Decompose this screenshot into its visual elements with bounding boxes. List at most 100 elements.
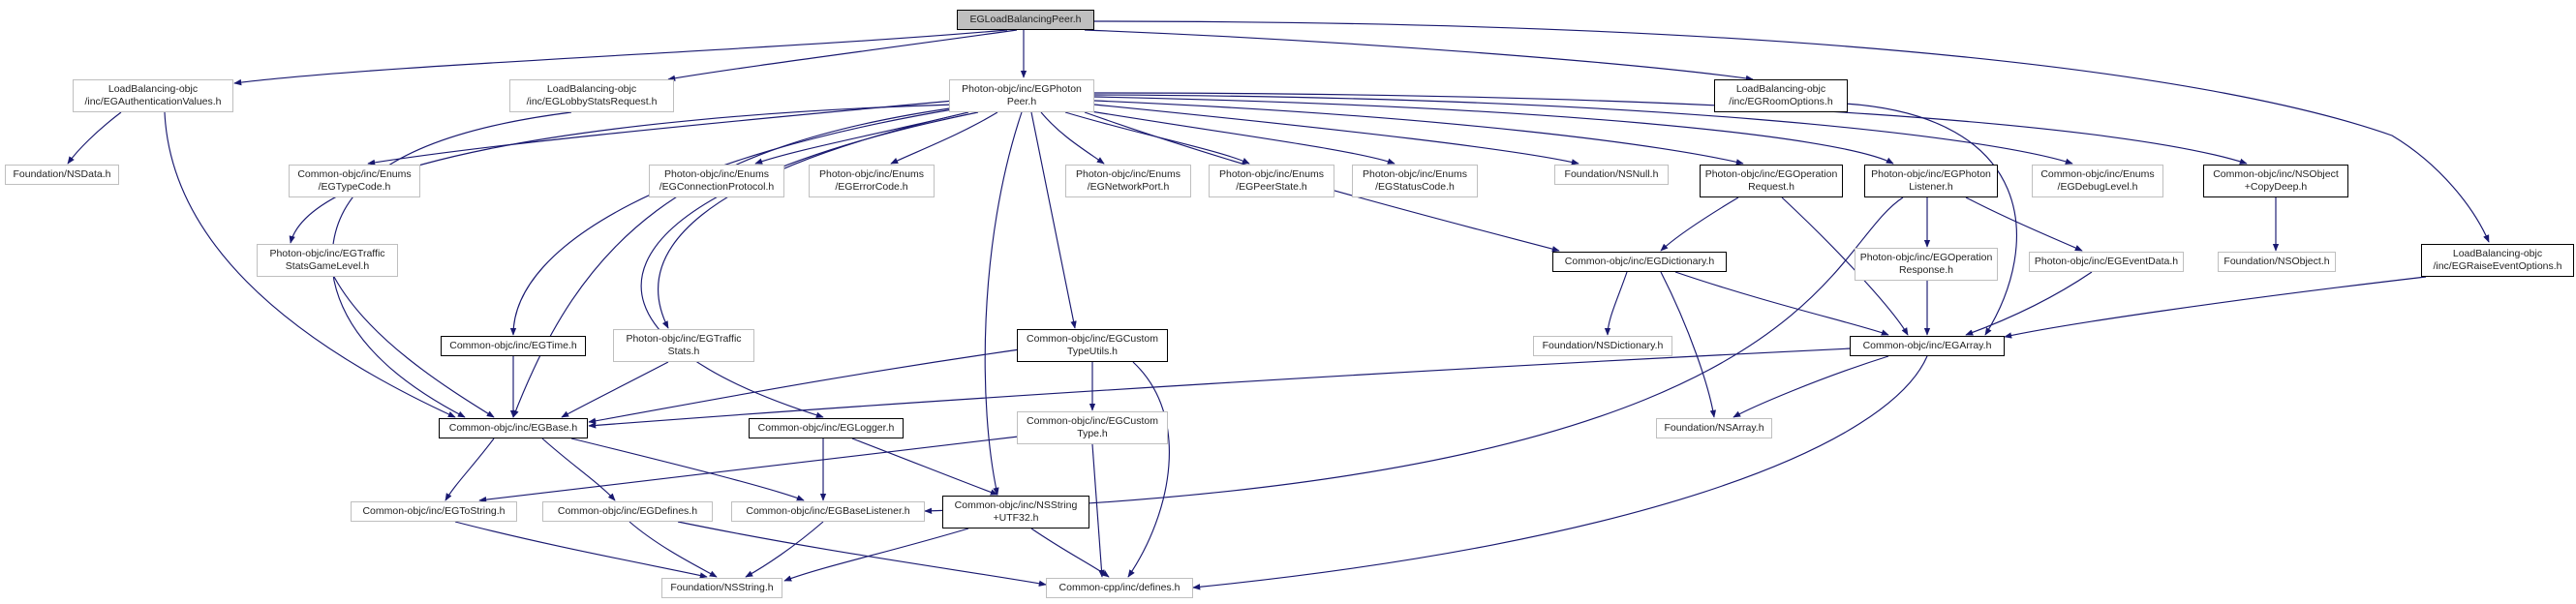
node-label: /EGPeerState.h xyxy=(1236,181,1307,193)
node-egpeerstate[interactable]: Photon-objc/inc/Enums /EGPeerState.h xyxy=(1209,165,1334,197)
node-egbaselistener[interactable]: Common-objc/inc/EGBaseListener.h xyxy=(731,501,925,522)
edge-customutils-to-egbase xyxy=(588,347,1027,424)
node-label: Photon-objc/inc/EGPhoton xyxy=(962,83,1082,95)
edge-photonpeer-to-copydeep xyxy=(1093,92,2248,165)
edge-listener-to-eventdata xyxy=(1965,196,2083,252)
node-nsstring-utf32[interactable]: Common-objc/inc/NSString +UTF32.h xyxy=(942,496,1089,528)
node-label: LoadBalancing-objc xyxy=(107,83,199,95)
edge-photonpeer-to-dict xyxy=(1084,111,1560,253)
node-label: Photon-objc/inc/EGOperation xyxy=(1859,252,1993,263)
node-egdefines[interactable]: Common-objc/inc/EGDefines.h xyxy=(542,501,713,522)
edge-listener-to-baselistener xyxy=(924,196,1904,514)
edge-customtype-to-defines xyxy=(1091,443,1105,578)
node-egphotonlistener[interactable]: Photon-objc/inc/EGPhoton Listener.h xyxy=(1864,165,1998,197)
edge-dict-to-egarray xyxy=(1674,271,1889,336)
node-label: /inc/EGAuthenticationValues.h xyxy=(84,96,222,107)
node-label: Photon-objc/inc/EGTraffic xyxy=(269,248,385,259)
edge-photonpeer-to-listener xyxy=(1093,96,1894,165)
node-label: Common-objc/inc/EGCustom xyxy=(1027,333,1158,345)
node-egtrafficstats[interactable]: Photon-objc/inc/EGTraffic Stats.h xyxy=(613,329,754,362)
edge-egdefines-to-nsstring xyxy=(629,521,718,578)
node-label: /EGNetworkPort.h xyxy=(1087,181,1170,193)
edge-raiseopts-to-egarray xyxy=(2004,276,2427,339)
node-label: Foundation/NSDictionary.h xyxy=(1542,340,1664,351)
node-label: Common-objc/inc/Enums xyxy=(297,168,412,180)
node-label: Common-objc/inc/EGArray.h xyxy=(1862,340,1992,351)
edge-roomopts-to-egarray xyxy=(1844,103,2017,336)
node-egstatuscode[interactable]: Photon-objc/inc/Enums /EGStatusCode.h xyxy=(1352,165,1478,197)
node-label: EGLoadBalancingPeer.h xyxy=(969,14,1082,25)
node-label: Response.h xyxy=(1898,264,1954,276)
node-eglobbystatsrequest[interactable]: LoadBalancing-objc /inc/EGLobbyStatsRequ… xyxy=(509,79,674,112)
node-label: Foundation/NSArray.h xyxy=(1664,422,1764,434)
node-egeventdata[interactable]: Photon-objc/inc/EGEventData.h xyxy=(2029,252,2184,272)
node-egtostring[interactable]: Common-objc/inc/EGToString.h xyxy=(351,501,517,522)
node-egroomoptions[interactable]: LoadBalancing-objc /inc/EGRoomOptions.h xyxy=(1714,79,1848,112)
node-egbase[interactable]: Common-objc/inc/EGBase.h xyxy=(439,418,588,438)
node-nsnull[interactable]: Foundation/NSNull.h xyxy=(1554,165,1669,185)
node-nsdata[interactable]: Foundation/NSData.h xyxy=(5,165,119,185)
edge-opreq-to-dict xyxy=(1660,196,1739,252)
node-egoperationrequest[interactable]: Photon-objc/inc/EGOperation Request.h xyxy=(1700,165,1843,197)
node-egauthenticationvalues[interactable]: LoadBalancing-objc /inc/EGAuthentication… xyxy=(73,79,233,112)
node-nsarray[interactable]: Foundation/NSArray.h xyxy=(1656,418,1772,438)
edge-egarray-to-nsarray xyxy=(1733,355,1889,418)
node-label: +UTF32.h xyxy=(993,512,1039,524)
node-label: /inc/EGRoomOptions.h xyxy=(1729,96,1833,107)
node-label: TypeUtils.h xyxy=(1067,346,1118,357)
edge-utf32-to-nsstring xyxy=(783,528,969,582)
node-egphotonpeer[interactable]: Photon-objc/inc/EGPhoton Peer.h xyxy=(949,79,1094,112)
node-egcustomtype[interactable]: Common-objc/inc/EGCustom Type.h xyxy=(1017,411,1168,444)
node-egnetworkport[interactable]: Photon-objc/inc/Enums /EGNetworkPort.h xyxy=(1065,165,1191,197)
node-egarray[interactable]: Common-objc/inc/EGArray.h xyxy=(1850,336,2005,356)
edge-photonpeer-to-customutils xyxy=(1030,111,1077,329)
edge-photonpeer-to-opreq xyxy=(1093,100,1744,166)
node-label: Photon-objc/inc/EGTraffic xyxy=(626,333,742,345)
edge-authvals-to-nsdata xyxy=(67,111,122,165)
node-nsobject-copydeep[interactable]: Common-objc/inc/NSObject +CopyDeep.h xyxy=(2203,165,2348,197)
node-label: Photon-objc/inc/Enums xyxy=(1363,168,1467,180)
node-egconnectionprotocol[interactable]: Photon-objc/inc/Enums /EGConnectionProto… xyxy=(649,165,784,197)
edge-egarray-to-egbase xyxy=(588,347,1853,429)
node-label: Common-cpp/inc/defines.h xyxy=(1058,582,1181,593)
node-label: /EGTypeCode.h xyxy=(318,181,391,193)
node-egcustomtypeutils[interactable]: Common-objc/inc/EGCustom TypeUtils.h xyxy=(1017,329,1168,362)
edge-photonpeer-to-traffstats xyxy=(658,111,969,329)
node-label: /inc/EGRaiseEventOptions.h xyxy=(2433,260,2562,272)
node-label: Common-objc/inc/EGDefines.h xyxy=(557,505,698,517)
node-egdictionary[interactable]: Common-objc/inc/EGDictionary.h xyxy=(1552,252,1727,272)
node-egtime[interactable]: Common-objc/inc/EGTime.h xyxy=(441,336,586,356)
edge-logger-to-utf32 xyxy=(851,438,998,496)
node-label: Common-objc/inc/EGCustom xyxy=(1027,415,1158,427)
edge-baselistener-to-nsstring xyxy=(745,521,824,578)
edge-egbase-to-baselistener xyxy=(570,438,805,501)
node-label: Foundation/NSObject.h xyxy=(2223,256,2330,267)
node-nsstring[interactable]: Foundation/NSString.h xyxy=(661,578,782,598)
node-egerrorcode[interactable]: Photon-objc/inc/Enums /EGErrorCode.h xyxy=(809,165,935,197)
node-label: /EGConnectionProtocol.h xyxy=(659,181,775,193)
node-nsdictionary[interactable]: Foundation/NSDictionary.h xyxy=(1533,336,1672,356)
node-label: StatsGameLevel.h xyxy=(285,260,370,272)
edge-photonpeer-to-conproto xyxy=(754,111,969,165)
node-egraiseeventoptions[interactable]: LoadBalancing-objc /inc/EGRaiseEventOpti… xyxy=(2421,244,2574,277)
node-label: Photon-objc/inc/EGEventData.h xyxy=(2034,256,2179,267)
node-cpp-defines[interactable]: Common-cpp/inc/defines.h xyxy=(1046,578,1193,598)
edge-eventdata-to-egarray xyxy=(1965,271,2093,336)
node-egdebuglevel[interactable]: Common-objc/inc/Enums /EGDebugLevel.h xyxy=(2032,165,2163,197)
edge-egtostr-to-nsstring xyxy=(454,521,708,579)
node-egoperationresponse[interactable]: Photon-objc/inc/EGOperation Response.h xyxy=(1855,248,1998,281)
node-nsobject[interactable]: Foundation/NSObject.h xyxy=(2218,252,2336,272)
edge-photonpeer-to-errcode xyxy=(890,111,998,165)
node-eglogger[interactable]: Common-objc/inc/EGLogger.h xyxy=(749,418,904,438)
node-label: Photon-objc/inc/Enums xyxy=(819,168,924,180)
edge-photonpeer-to-netport xyxy=(1040,111,1105,165)
edge-dict-to-nsarray xyxy=(1660,271,1717,418)
edge-traffstats-to-egbase xyxy=(561,361,669,418)
node-label: Common-objc/inc/EGDictionary.h xyxy=(1564,256,1715,267)
node-label: /inc/EGLobbyStatsRequest.h xyxy=(526,96,658,107)
node-egtypecode[interactable]: Common-objc/inc/Enums /EGTypeCode.h xyxy=(289,165,420,197)
node-label: /EGErrorCode.h xyxy=(835,181,908,193)
edge-egdefines-to-defines xyxy=(677,521,1047,587)
node-egtrafficstatsgamelevel[interactable]: Photon-objc/inc/EGTraffic StatsGameLevel… xyxy=(257,244,398,277)
node-label: Common-objc/inc/EGToString.h xyxy=(362,505,506,517)
